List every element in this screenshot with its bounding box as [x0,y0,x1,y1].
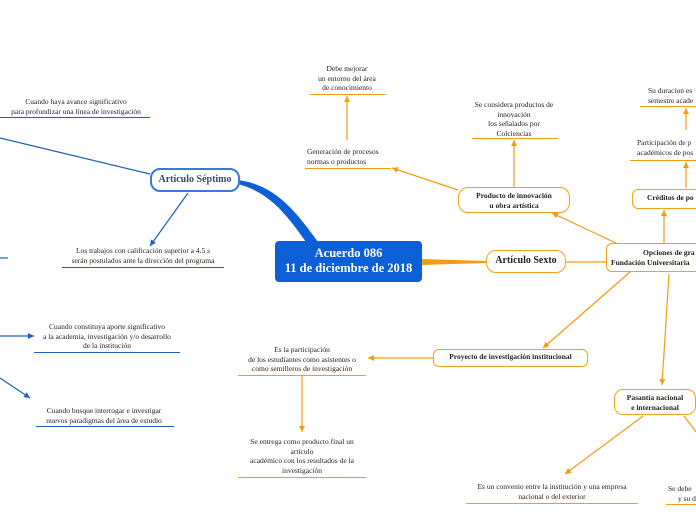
central-date: 11 de diciembre de 2018 [284,261,413,275]
arrow-producto-generacion [391,167,459,191]
subtopic-avance[interactable]: Cuando haya avance significativo para pr… [11,97,141,116]
arrow-septimo-to-paradigmas [0,377,31,399]
subtopic-se-debe[interactable]: Se debe y su d [668,484,696,503]
underline-participacion-estudiantes [238,375,366,376]
topic-producto-innovacion[interactable]: Producto de innovación u obra artística [458,187,570,213]
topic-opciones-grado[interactable]: Opciones de gra Fundación Universitaria [606,243,696,272]
underline-entrega-articulo [238,477,366,478]
topic-proyecto-investigacion[interactable]: Proyecto de investigación institucional [433,349,588,367]
topic-pasantia[interactable]: Pasantía nacional e internacional [614,389,696,415]
topic-creditos-posgrado[interactable]: Créditos de po [632,189,696,209]
central-topic[interactable]: Acuerdo 086 11 de diciembre de 2018 [275,241,422,282]
subtopic-duracion-semestre[interactable]: Su duracion es semestre acade [648,86,694,105]
arrow-pasantia-convenio [564,415,644,475]
subtopic-productos-colciencias[interactable]: Se considera productos de innovación los… [474,100,554,138]
underline-trabajos [62,267,224,268]
arrow-pasantia-debe [683,415,696,433]
arrow-opciones-producto [551,212,619,245]
branch-septimo [238,180,318,242]
underline-aporte [34,352,180,353]
topic-articulo-septimo-label: Artículo Séptimo [158,174,232,185]
subtopic-trabajos[interactable]: Los trabajos con calificación superior a… [71,246,215,265]
subtopic-entrega-articulo[interactable]: Se entrega como producto final un artícu… [250,437,354,475]
arrow-opciones-pasantia [659,273,670,386]
underline-avance [0,117,150,118]
arrow-septimo-to-trabajos [149,192,189,247]
topic-articulo-sexto-label: Artículo Sexto [495,255,557,266]
topic-articulo-sexto[interactable]: Artículo Sexto [486,250,566,273]
arrow-opciones-proyecto [542,271,631,349]
subtopic-debe-mejorar[interactable]: Debe mejorar un entorno del área de cono… [318,64,376,92]
central-title: Acuerdo 086 [314,246,383,260]
underline-productos-colciencias [472,138,558,139]
underline-paradigmas [36,426,174,427]
topic-articulo-septimo[interactable]: Artículo Séptimo [150,168,240,192]
subtopic-paradigmas[interactable]: Cuando busque interrogar e investigar nu… [46,406,162,425]
underline-generacion-procesos [305,168,391,169]
subtopic-convenio[interactable]: Es un convenio entre la institución y un… [477,482,627,501]
subtopic-participacion-estudiantes[interactable]: Es la participación de los estudiantes c… [248,345,356,373]
underline-convenio [466,503,638,504]
underline-se-debe [666,504,696,505]
branch-sexto [421,259,486,265]
subtopic-aporte[interactable]: Cuando constituya aporte significativo a… [43,322,171,350]
underline-participacion-posgrado [630,160,696,161]
underline-duracion-semestre [640,106,696,107]
arrow-septimo-to-avance [0,137,151,175]
underline-debe-mejorar [310,94,386,95]
subtopic-generacion-procesos[interactable]: Generación de procesos normas o producto… [307,147,379,166]
subtopic-participacion-posgrado[interactable]: Participación de p académicos de pos [637,138,694,157]
